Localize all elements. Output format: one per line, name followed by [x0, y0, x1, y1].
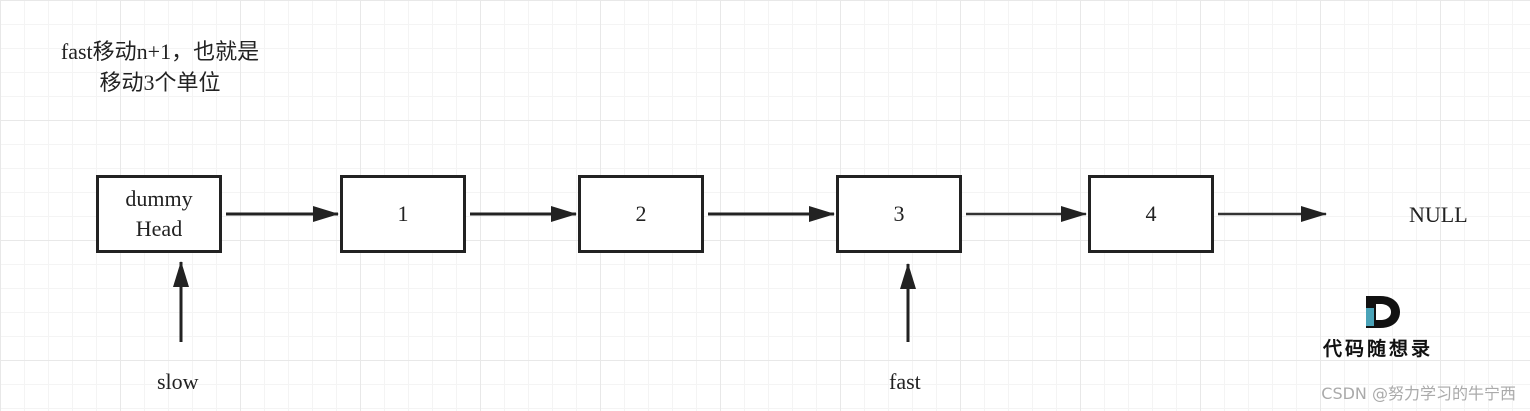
logo-text: 代码随想录 [1322, 338, 1433, 360]
dummy-head-line-1: dummy [125, 186, 193, 211]
dummy-head-line-2: Head [135, 216, 183, 241]
node-3-value: 3 [893, 201, 905, 226]
node-1-value: 1 [397, 201, 409, 226]
note-line-2: 移动3个单位 [99, 70, 221, 95]
node-4: 4 [1088, 175, 1214, 253]
node-2-value: 2 [635, 201, 647, 226]
letter-d-logo-icon [1366, 296, 1400, 328]
dummy-head-node: dummy Head [96, 175, 222, 253]
node-1: 1 [340, 175, 466, 253]
node-2: 2 [578, 175, 704, 253]
explanation-note: fast移动n+1，也就是 移动3个单位 [30, 36, 290, 98]
slow-pointer-label: slow [157, 369, 199, 394]
site-logo: 代码随想录 [1316, 292, 1440, 362]
fast-pointer-label: fast [889, 369, 921, 394]
null-label: NULL [1409, 202, 1468, 227]
csdn-watermark: CSDN @努力学习的牛宁西 [1321, 384, 1516, 403]
node-3: 3 [836, 175, 962, 253]
note-line-1: fast移动n+1，也就是 [60, 39, 260, 64]
node-4-value: 4 [1145, 201, 1157, 226]
